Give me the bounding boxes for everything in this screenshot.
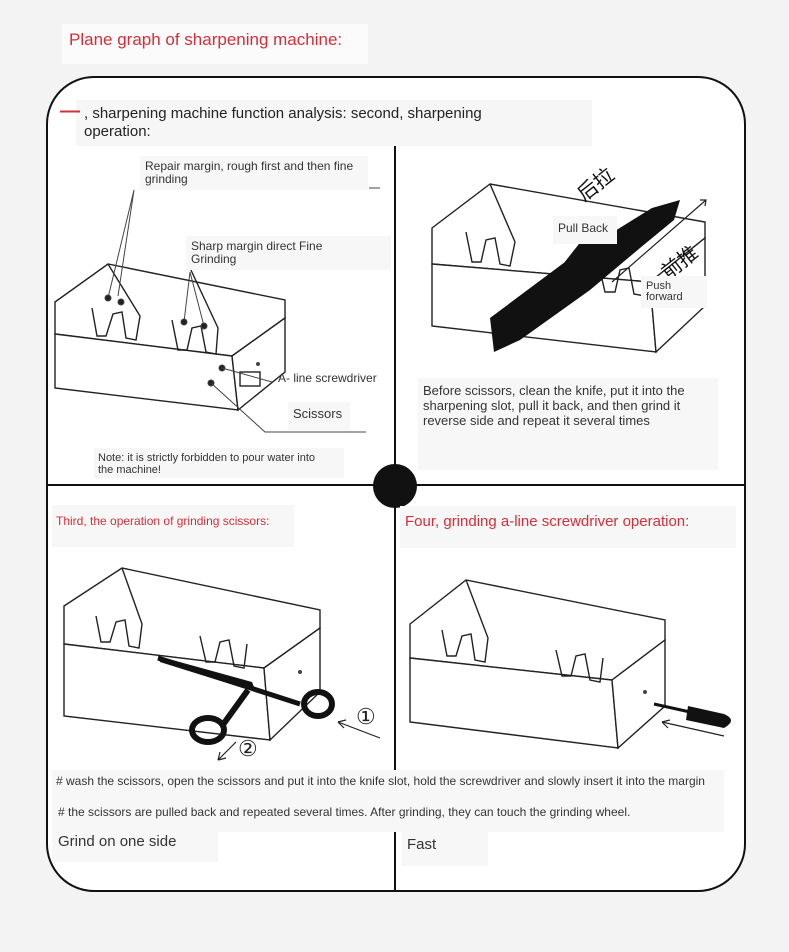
machine-panel1: [54, 263, 286, 412]
center-dot: [373, 464, 417, 508]
panel3-heading-box: Third, the operation of grinding scissor…: [52, 505, 294, 547]
panel2-desc-line1: Before scissors, clean the knife, put it…: [423, 383, 685, 398]
panel4-footer-box: Fast: [402, 832, 488, 866]
label-scissors-slot: Scissors: [288, 402, 350, 430]
label-pull-back-text: Pull Back: [558, 221, 609, 235]
panel2-desc-line2: sharpening slot, pull it back, and then …: [423, 398, 681, 413]
label-sharp-margin: Sharp margin direct Fine Grinding: [186, 236, 391, 270]
panel3-heading: Third, the operation of grinding scissor…: [56, 514, 270, 528]
arrow-step2: [217, 741, 237, 761]
arrow-step1: [337, 721, 381, 739]
panel3-footer: Grind on one side: [58, 833, 177, 850]
panel1-heading-line1: , sharpening machine function analysis: …: [84, 105, 482, 122]
arrow-screwdriver: [661, 721, 725, 737]
warning-note-line2: the machine!: [98, 464, 161, 476]
machine-panel4: [409, 579, 666, 750]
label-pull-back: Pull Back: [553, 216, 617, 244]
label-sharp-line2: Grinding: [191, 252, 237, 266]
panel4-heading: Four, grinding a-line screwdriver operat…: [405, 513, 690, 530]
panel1-heading-line2: operation:: [84, 123, 151, 140]
label-push-line2: forward: [646, 291, 683, 303]
heading-bullet: —: [60, 100, 80, 122]
instruction-line2: # the scissors are pulled back and repea…: [58, 805, 631, 819]
knife-blade: [490, 200, 680, 352]
label-scissors-text: Scissors: [293, 406, 343, 421]
label-screwdriver-slot: A- line screwdriver: [278, 371, 377, 385]
panel2-desc-line3: reverse side and repeat it several times: [423, 413, 650, 428]
step2-marker: ②: [238, 736, 258, 761]
instructions-box: # wash the scissors, open the scissors a…: [52, 770, 724, 832]
instruction-line1: # wash the scissors, open the scissors a…: [56, 774, 705, 788]
screwdriver-icon: [653, 702, 731, 728]
push-pull-arrow: [611, 199, 707, 283]
label-repair-line1: Repair margin, rough first and then fine: [145, 159, 354, 173]
leader-lines-panel1: [104, 187, 380, 433]
page-title: Plane graph of sharpening machine:: [62, 24, 368, 64]
panel2-description: Before scissors, clean the knife, put it…: [418, 378, 718, 470]
step1-marker: ①: [356, 704, 376, 729]
panel4-heading-box: Four, grinding a-line screwdriver operat…: [400, 506, 736, 548]
panel4-footer: Fast: [407, 836, 437, 853]
panel1-heading: — , sharpening machine function analysis…: [60, 100, 592, 146]
machine-panel3: [63, 567, 321, 742]
label-sharp-line1: Sharp margin direct Fine: [191, 239, 323, 253]
label-push-forward: Push forward: [641, 276, 707, 308]
panel3-footer-box: Grind on one side: [52, 830, 218, 862]
warning-note: Note: it is strictly forbidden to pour w…: [94, 448, 344, 478]
label-repair-line2: grinding: [145, 172, 188, 186]
warning-note-line1: Note: it is strictly forbidden to pour w…: [98, 452, 316, 464]
label-repair-margin: Repair margin, rough first and then fine…: [140, 156, 368, 190]
label-push-line1: Push: [646, 280, 672, 292]
